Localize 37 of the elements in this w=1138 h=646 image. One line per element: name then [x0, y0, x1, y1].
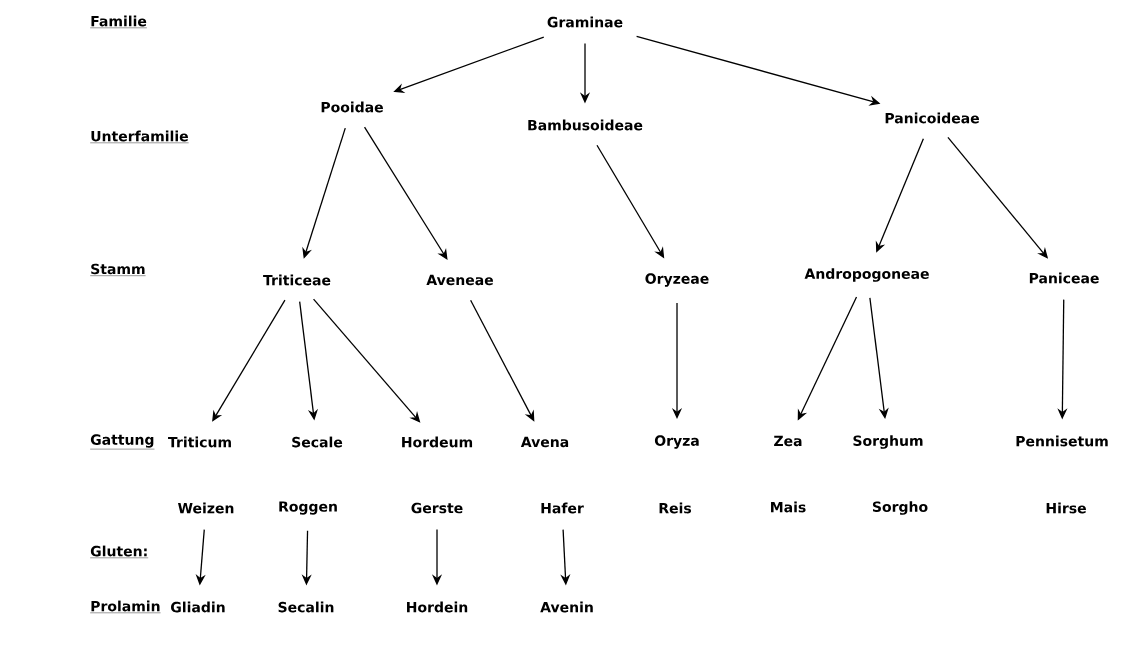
- taxon-label: Secale: [292, 436, 343, 448]
- taxon-label: Aveneae: [426, 274, 493, 286]
- taxon-label: Avena: [520, 436, 569, 448]
- taxon-label: Mais: [771, 501, 806, 513]
- taxon-label: Paniceae: [1029, 272, 1099, 284]
- taxon-label: Sorgho: [872, 501, 928, 515]
- taxon-label: Weizen: [178, 502, 234, 514]
- taxon-label: Bambusoideae: [528, 119, 643, 131]
- taxon-label: Hirse: [1046, 502, 1086, 514]
- taxon-label: Gliadin: [171, 601, 225, 613]
- taxon-label: Gerste: [411, 502, 463, 514]
- taxon-label: Zea: [774, 435, 802, 447]
- taxon-label: Pooidae: [321, 101, 383, 113]
- taxon-label: Panicoideae: [885, 112, 979, 124]
- rank-label: Prolamin: [90, 600, 161, 614]
- taxon-label: Graminae: [547, 16, 623, 28]
- rank-label: Familie: [90, 15, 148, 28]
- taxon-label: Sorghum: [853, 435, 923, 449]
- taxon-label: Secalin: [278, 601, 334, 613]
- taxon-label: Oryza: [654, 435, 699, 449]
- taxon-label: Hordeum: [402, 436, 473, 448]
- taxon-label: Hafer: [541, 502, 584, 514]
- rank-label: Unterfamilie: [90, 130, 189, 143]
- arrow: [212, 299, 286, 422]
- rank-label: Gattung: [90, 434, 155, 450]
- taxon-label: Triticum: [168, 436, 231, 448]
- taxon-label: Avenin: [540, 601, 593, 613]
- taxon-label: Oryzeae: [645, 273, 709, 287]
- taxon-label: Reis: [659, 502, 692, 514]
- taxon-label: Roggen: [279, 501, 337, 515]
- taxon-label: Hordein: [407, 601, 468, 613]
- arrow: [312, 298, 421, 423]
- taxon-label: Andropogoneae: [804, 268, 929, 282]
- taxon-label: Pennisetum: [1016, 435, 1108, 447]
- taxon-label: Triticeae: [263, 274, 331, 286]
- rank-label: Gluten:: [90, 545, 149, 559]
- rank-label: Stamm: [90, 263, 146, 276]
